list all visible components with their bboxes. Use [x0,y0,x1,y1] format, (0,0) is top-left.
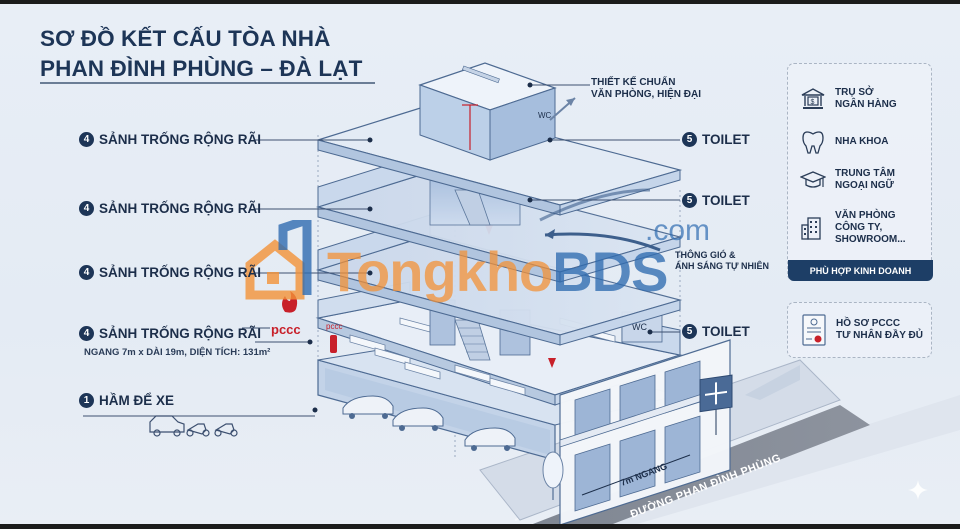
design-note: THIẾT KẾ CHUẨN VĂN PHÒNG, HIỆN ĐẠI [591,77,702,100]
watermark-text-bds: BDS [552,240,668,303]
side-item-text: TRUNG TÂM NGOẠI NGỮ [835,168,895,191]
graduation-cap-icon [800,171,826,188]
side-item-dental: NHA KHOA [800,129,889,155]
pccc-label: pccc [271,322,301,337]
label-toilet-ground: 5 TOILET [682,324,750,339]
svg-text:7m NGANG: 7m NGANG [619,461,668,488]
watermark-text-tongkho: Tongkho [327,240,553,303]
ventilation-note: THÔNG GIÓ & ÁNH SÁNG TỰ NHIÊN [675,250,769,271]
number-badge: 1 [79,393,94,408]
label-lobby-floor-2: 4 SẢNH TRỐNG RỘNG RÃI [79,265,261,280]
label-basement-parking: 1 HẦM ĐỂ XE [79,393,174,408]
bank-icon: $ [801,88,825,109]
number-badge: 4 [79,201,94,216]
label-lobby-floor-4: 4 SẢNH TRỐNG RỘNG RÃI [79,132,261,147]
title-line-2: PHAN ĐÌNH PHÙNG – ĐÀ LẠT [40,56,363,81]
fire-safety-text: HỒ SƠ PCCC TƯ NHÂN ĐẦY ĐỦ [836,318,924,341]
page-title: SƠ ĐỒ KẾT CẤU TÒA NHÀ PHAN ĐÌNH PHÙNG – … [40,24,362,84]
top-border [0,0,960,4]
side-item-office-showroom: VĂN PHÒNG CÔNG TY, SHOWROOM... [800,210,906,246]
bottom-border [0,524,960,529]
business-suitability-box: $ TRỤ SỞ NGÂN HÀNG NHA KHOA TRUNG TÂM NG… [787,63,933,281]
svg-text:ĐƯỜNG PHAN ĐÌNH PHÙNG: ĐƯỜNG PHAN ĐÌNH PHÙNG [628,451,782,521]
tooth-icon [802,131,824,154]
label-lobby-floor-3: 4 SẢNH TRỐNG RỘNG RÃI [79,201,261,216]
svg-text:WC: WC [632,322,647,332]
business-suitability-footer: PHÙ HỢP KINH DOANH [788,260,933,281]
number-badge: 5 [682,324,697,339]
title-line-1: SƠ ĐỒ KẾT CẤU TÒA NHÀ [40,26,331,51]
number-badge: 4 [79,265,94,280]
dimension-note: NGANG 7m x DÀI 19m, DIỆN TÍCH: 131m² [84,347,271,358]
number-badge: 4 [79,132,94,147]
certificate-icon [802,314,826,346]
watermark-house-icon [245,220,312,300]
number-badge: 4 [79,326,94,341]
number-badge: 5 [682,132,697,147]
watermark: Tongkho BDS .com [245,214,710,303]
svg-text:pccc: pccc [326,322,342,331]
number-badge: 5 [682,193,697,208]
fire-safety-documents-box: HỒ SƠ PCCC TƯ NHÂN ĐẦY ĐỦ [787,302,932,358]
side-item-bank: $ TRỤ SỞ NGÂN HÀNG [800,86,897,112]
label-lobby-ground-floor: 4 SẢNH TRỐNG RỘNG RÃI [79,326,261,341]
office-building-icon [801,217,821,240]
side-item-text: TRỤ SỞ NGÂN HÀNG [835,87,897,110]
side-item-text: NHA KHOA [835,136,889,147]
svg-text:WC: WC [538,111,552,120]
side-item-language-center: TRUNG TÂM NGOẠI NGỮ [800,167,895,193]
sparkle-icon [908,480,928,500]
side-item-text: VĂN PHÒNG CÔNG TY, SHOWROOM... [835,210,906,245]
title-underline [40,82,375,84]
watermark-text-com: .com [645,214,711,247]
svg-text:$: $ [811,99,815,106]
label-toilet-top: 5 TOILET [682,132,750,147]
label-toilet-middle: 5 TOILET [682,193,750,208]
